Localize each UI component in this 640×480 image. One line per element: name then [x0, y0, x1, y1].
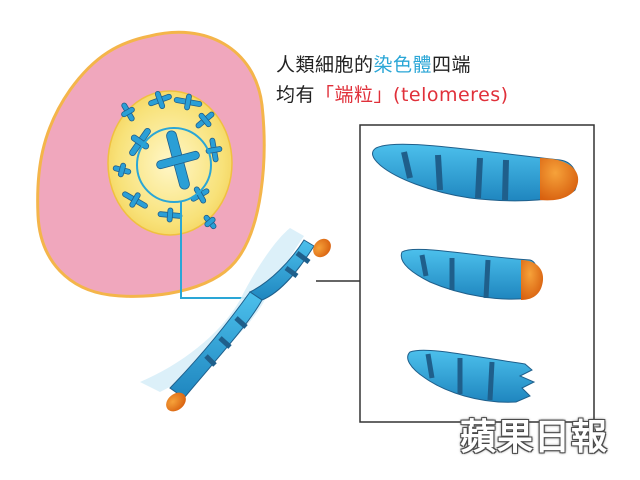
- telomere-cap-bottom: [166, 392, 186, 412]
- chromatid-shadow: [140, 228, 304, 392]
- detail-frayed-end: [407, 349, 536, 403]
- watermark-logo: 蘋果日報: [460, 417, 609, 458]
- chromosome-bands: [204, 251, 311, 367]
- telomere-long-cap: [540, 158, 579, 201]
- telomere-cap-top: [313, 238, 331, 258]
- caption-line1-prefix: 人類細胞的: [276, 54, 374, 76]
- caption-line2-suffix: (telomeres): [393, 84, 509, 106]
- magnifier-circle: [136, 127, 212, 203]
- detail-medium-telomere: [400, 248, 544, 300]
- caption-line2-highlight: 「端粒」: [315, 84, 394, 106]
- telomere-medium-cap: [521, 260, 544, 300]
- caption-line-2: 均有「端粒」(telomeres): [276, 80, 509, 110]
- cell: [36, 30, 266, 298]
- caption-line1-suffix: 四端: [432, 54, 472, 76]
- pointer-line: [180, 202, 250, 299]
- caption-line-1: 人類細胞的染色體四端: [276, 50, 509, 80]
- large-chromosome: [166, 238, 331, 412]
- chromatid-lower: [169, 291, 263, 399]
- detail-long-telomere: [372, 143, 579, 202]
- nucleus-chromosomes: [112, 90, 223, 230]
- caption: 人類細胞的染色體四端 均有「端粒」(telomeres): [276, 50, 509, 110]
- caption-line2-prefix: 均有: [276, 84, 316, 106]
- caption-line1-highlight: 染色體: [373, 54, 433, 76]
